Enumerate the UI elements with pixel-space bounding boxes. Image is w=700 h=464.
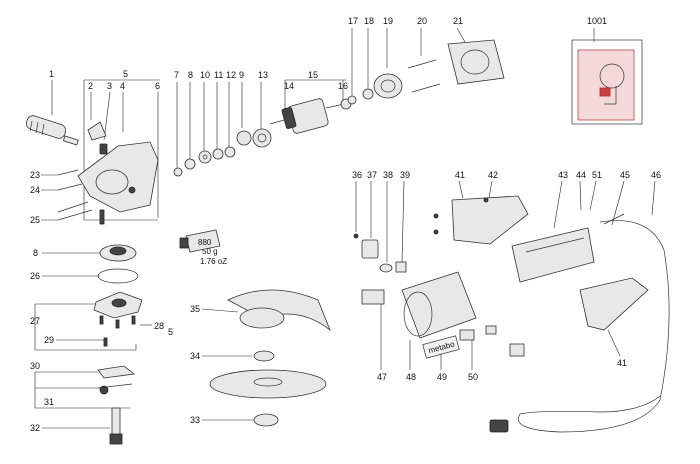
button-spring	[99, 143, 108, 155]
stator-pins	[407, 59, 441, 93]
label-38: 38	[383, 170, 393, 180]
label-25: 25	[30, 215, 40, 225]
label-45: 45	[620, 170, 630, 180]
spindle	[109, 407, 123, 445]
label-24: 24	[30, 185, 40, 195]
label-37: 37	[367, 170, 377, 180]
label-50: 50	[468, 372, 478, 382]
label-21: 21	[453, 16, 463, 26]
label-41-bottom: 41	[617, 358, 627, 368]
wheel-guard	[227, 289, 331, 332]
side-handle	[25, 115, 79, 146]
label-42: 42	[488, 170, 498, 180]
label-34: 34	[190, 351, 200, 361]
label-48: 48	[406, 372, 416, 382]
label-29: 29	[44, 335, 54, 345]
label-8b: 8	[33, 248, 38, 258]
o-ring	[97, 268, 139, 284]
label-14: 14	[284, 81, 294, 91]
flange-nut	[253, 350, 275, 362]
stator	[447, 39, 505, 85]
grease-tube: 880	[179, 229, 221, 253]
rear-handle-41	[579, 277, 649, 331]
clamp-nut	[253, 413, 279, 427]
label-13: 13	[258, 70, 268, 80]
label-49: 49	[437, 372, 447, 382]
parts-36-39	[353, 233, 407, 305]
inset-1001	[571, 39, 643, 125]
label-1001: 1001	[587, 16, 607, 26]
label-46: 46	[651, 170, 661, 180]
label-30: 30	[30, 361, 40, 371]
label-28-5: 5	[168, 327, 173, 337]
label-3: 3	[107, 81, 112, 91]
label-51: 51	[592, 170, 602, 180]
power-cable	[489, 213, 670, 433]
bearing-parts	[347, 73, 403, 105]
motor-housing-41	[451, 195, 529, 245]
label-4: 4	[120, 81, 125, 91]
screws-42	[433, 197, 489, 235]
grease-weight-oz: 1.76 oZ	[200, 257, 227, 266]
label-20: 20	[417, 16, 427, 26]
label-7: 7	[174, 70, 179, 80]
lock-lever	[97, 365, 135, 395]
label-6: 6	[155, 81, 160, 91]
leader-lines	[34, 27, 656, 429]
label-18: 18	[364, 16, 374, 26]
label-2: 2	[88, 81, 93, 91]
housing-screws	[57, 169, 105, 225]
plate-screws	[99, 315, 136, 329]
armature	[269, 98, 352, 134]
label-23: 23	[30, 170, 40, 180]
label-plate-49: metabo	[422, 335, 460, 359]
label-39: 39	[400, 170, 410, 180]
bearing-plate	[93, 291, 143, 319]
label-8: 8	[188, 70, 193, 80]
label-47: 47	[377, 372, 387, 382]
label-1: 1	[49, 69, 54, 79]
motor-housing-48	[401, 271, 477, 339]
gear-housing	[77, 141, 159, 213]
label-19: 19	[383, 16, 393, 26]
label-31: 31	[44, 397, 54, 407]
label-5: 5	[123, 69, 128, 79]
label-26: 26	[30, 271, 40, 281]
label-10: 10	[200, 70, 210, 80]
label-11: 11	[214, 70, 223, 80]
grinding-disc	[209, 369, 327, 399]
bearing-flange	[99, 244, 137, 262]
label-17: 17	[348, 16, 358, 26]
parts-50	[459, 325, 525, 357]
label-28: 28	[154, 321, 164, 331]
label-44: 44	[576, 170, 586, 180]
label-33: 33	[190, 415, 200, 425]
label-35: 35	[190, 304, 200, 314]
label-15: 15	[308, 70, 318, 80]
label-32: 32	[30, 423, 40, 433]
label-12: 12	[226, 70, 236, 80]
gear-train-parts	[173, 128, 272, 177]
pin-29	[103, 337, 108, 347]
label-43: 43	[558, 170, 568, 180]
grease-tube-label: 880	[198, 238, 212, 247]
switch-assembly-43	[511, 227, 595, 283]
label-9: 9	[239, 70, 244, 80]
label-41: 41	[455, 170, 465, 180]
dust-cover	[87, 121, 107, 141]
label-36: 36	[352, 170, 362, 180]
grease-weight-g: 50 g	[202, 247, 218, 256]
